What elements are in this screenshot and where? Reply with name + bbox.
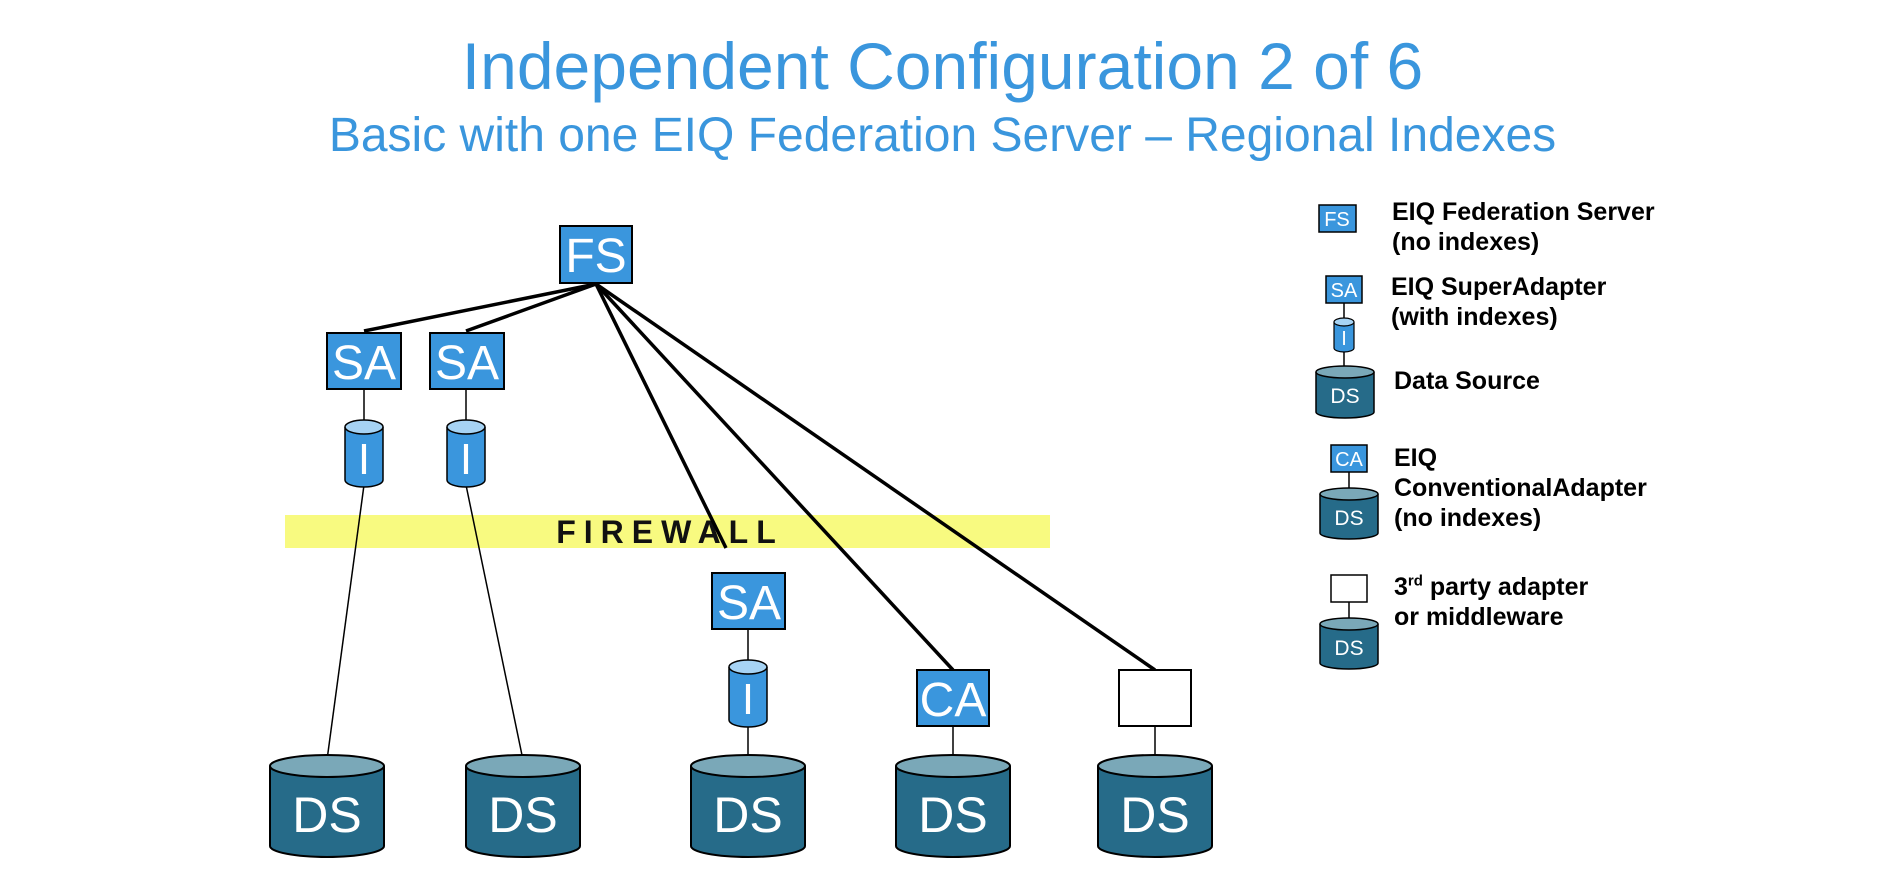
data-source-cylinder: DS — [1097, 754, 1213, 858]
legend-ca-icon: CA DS — [1319, 444, 1379, 540]
fs-to-sa1-line — [363, 282, 597, 333]
fs-to-third-party-line — [595, 282, 1156, 672]
svg-text:FS: FS — [1324, 209, 1350, 231]
svg-text:FS: FS — [565, 230, 626, 283]
svg-text:I: I — [742, 675, 754, 724]
super-adapter-node: SA — [326, 332, 402, 390]
fs-to-ca-line — [594, 282, 955, 672]
svg-text:I: I — [460, 435, 472, 484]
firewall-band — [285, 515, 1050, 548]
legend-fs-label: EIQ Federation Server (no indexes) — [1392, 198, 1655, 256]
svg-text:SA: SA — [1331, 280, 1358, 302]
legend-ds-label: Data Source — [1394, 367, 1540, 395]
svg-text:SA: SA — [717, 577, 781, 630]
legend-third-party-icon: DS — [1319, 574, 1379, 670]
legend-fs-icon: FS — [1318, 204, 1357, 233]
svg-text:DS: DS — [713, 787, 782, 843]
data-source-cylinder: DS — [269, 754, 385, 858]
svg-text:DS: DS — [918, 787, 987, 843]
index-cylinder: I — [728, 659, 768, 728]
svg-text:SA: SA — [435, 337, 499, 390]
legend-ds-icon: DS — [1315, 365, 1375, 419]
page-subtitle: Basic with one EIQ Federation Server – R… — [328, 109, 1557, 162]
super-adapter-node: SA — [429, 332, 505, 390]
svg-text:I: I — [358, 435, 370, 484]
fs-to-sa2-line — [465, 282, 597, 333]
svg-text:DS: DS — [1334, 507, 1363, 530]
svg-text:I: I — [1341, 328, 1347, 350]
data-source-cylinder: DS — [690, 754, 806, 858]
index-cylinder: I — [344, 419, 384, 488]
svg-text:DS: DS — [488, 787, 557, 843]
svg-text:DS: DS — [1334, 637, 1363, 660]
conventional-adapter-node: CA — [916, 669, 990, 727]
svg-text:SA: SA — [332, 337, 396, 390]
data-source-cylinder: DS — [465, 754, 581, 858]
svg-text:DS: DS — [1120, 787, 1189, 843]
svg-text:DS: DS — [1330, 385, 1359, 408]
legend-third-party-label: 3rd party adapter or middleware — [1394, 572, 1589, 631]
index-cylinder: I — [446, 419, 486, 488]
svg-text:CA: CA — [920, 674, 987, 727]
legend-ca-label: EIQ ConventionalAdapter (no indexes) — [1394, 444, 1647, 532]
super-adapter-node: SA — [711, 572, 786, 630]
federation-server-node: FS — [559, 225, 633, 284]
page-title: Independent Configuration 2 of 6 — [461, 29, 1424, 103]
svg-text:CA: CA — [1335, 449, 1363, 471]
svg-text:DS: DS — [292, 787, 361, 843]
legend-icons: FS SA I DS CA DS — [1315, 204, 1379, 670]
legend-sa-label: EIQ SuperAdapter (with indexes) — [1391, 273, 1607, 331]
legend-sa-icon: SA I — [1325, 275, 1363, 367]
fs-to-sa3-line — [594, 283, 728, 549]
data-source-cylinder: DS — [895, 754, 1011, 858]
firewall-label: FIREWALL — [556, 514, 784, 550]
third-party-adapter-node — [1118, 669, 1192, 727]
fs-connections — [363, 282, 1156, 672]
